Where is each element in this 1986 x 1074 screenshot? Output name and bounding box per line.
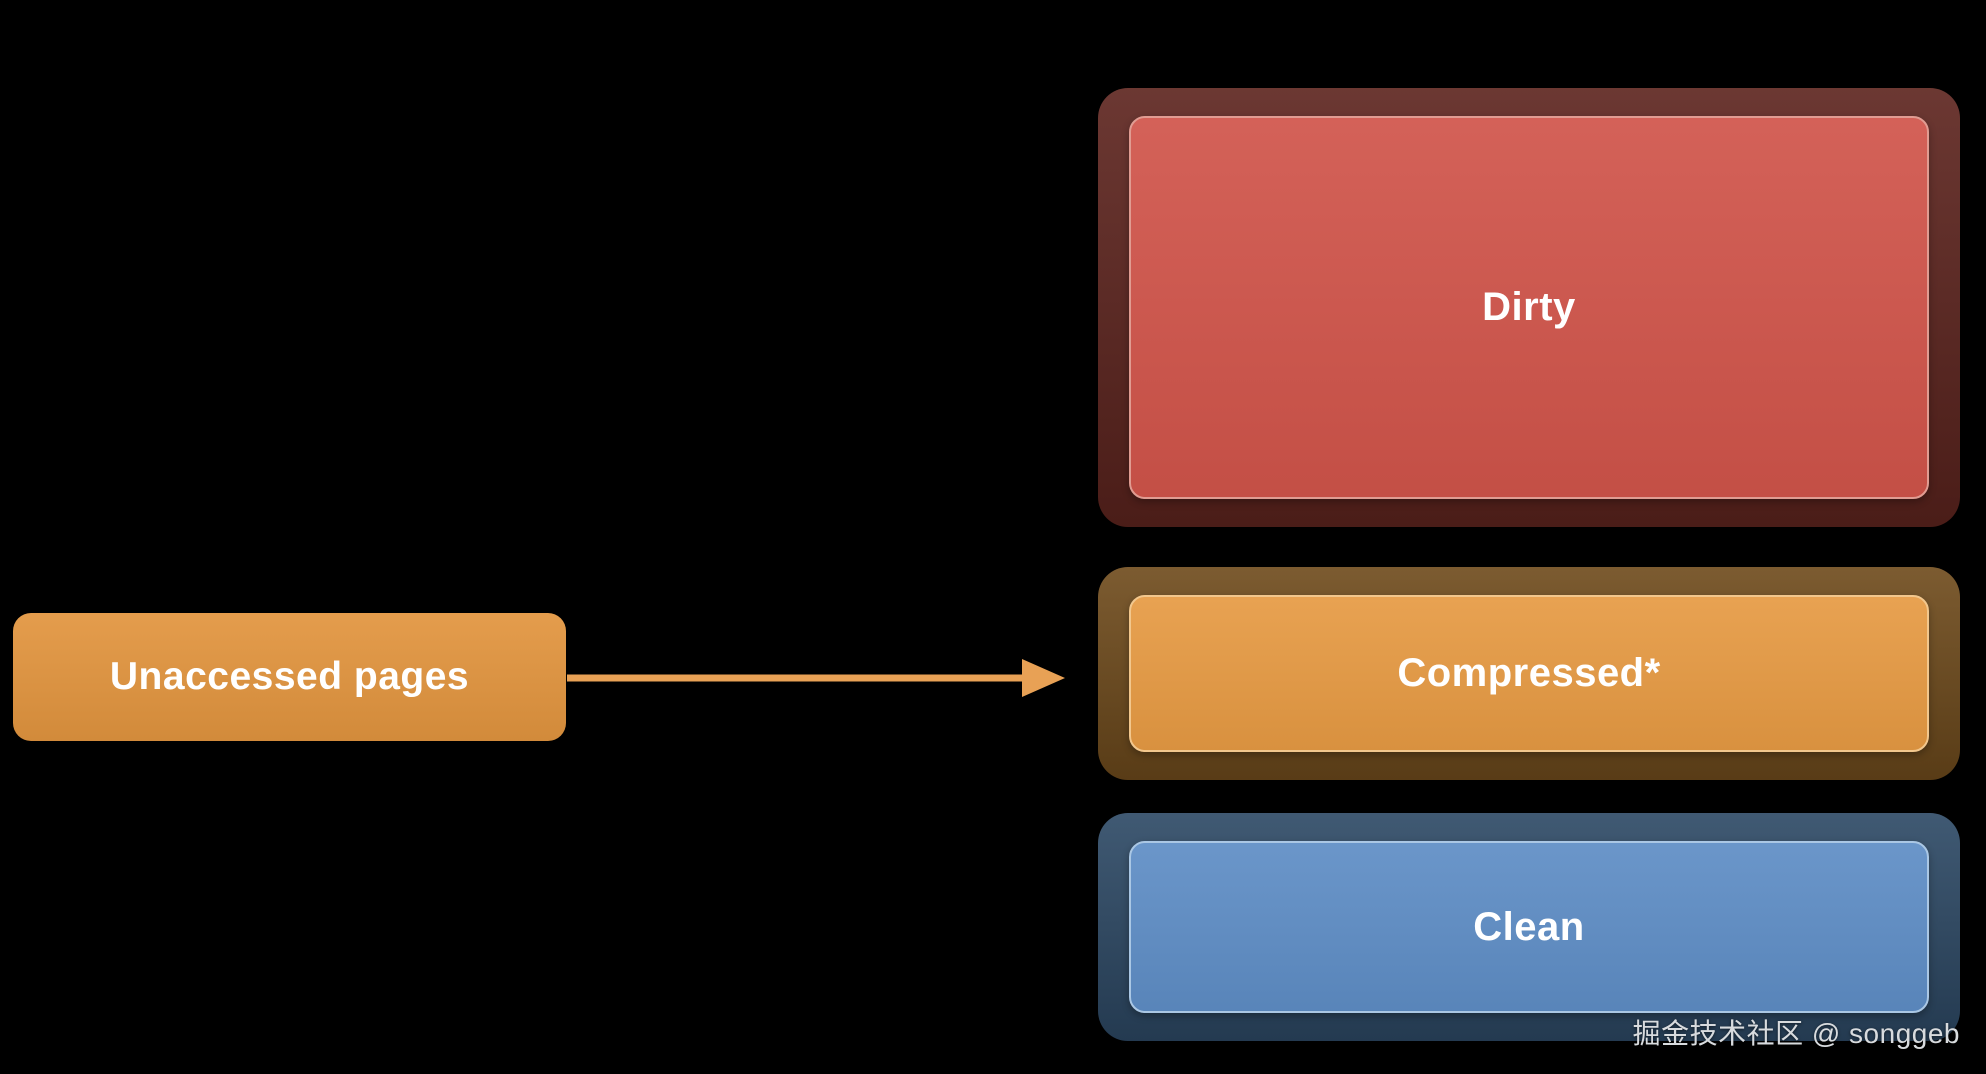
unaccessed-pages-label: Unaccessed pages (109, 655, 470, 698)
region-label-compressed: Compressed* (1397, 651, 1661, 695)
memory-region-dirty: Dirty (1098, 88, 1960, 527)
region-label-dirty: Dirty (1482, 285, 1576, 329)
flow-arrow (567, 659, 1065, 697)
memory-region-compressed: Compressed* (1098, 567, 1960, 780)
unaccessed-pages-node: Unaccessed pages (13, 613, 566, 741)
memory-region-dirty-inner: Dirty (1129, 116, 1929, 499)
memory-region-compressed-inner: Compressed* (1129, 595, 1929, 752)
memory-region-clean: Clean (1098, 813, 1960, 1041)
region-label-clean: Clean (1473, 904, 1585, 949)
watermark-text: 掘金技术社区 @ songgeb (1632, 1018, 1960, 1049)
arrow-head-icon (1022, 659, 1065, 697)
memory-region-clean-inner: Clean (1129, 841, 1929, 1013)
